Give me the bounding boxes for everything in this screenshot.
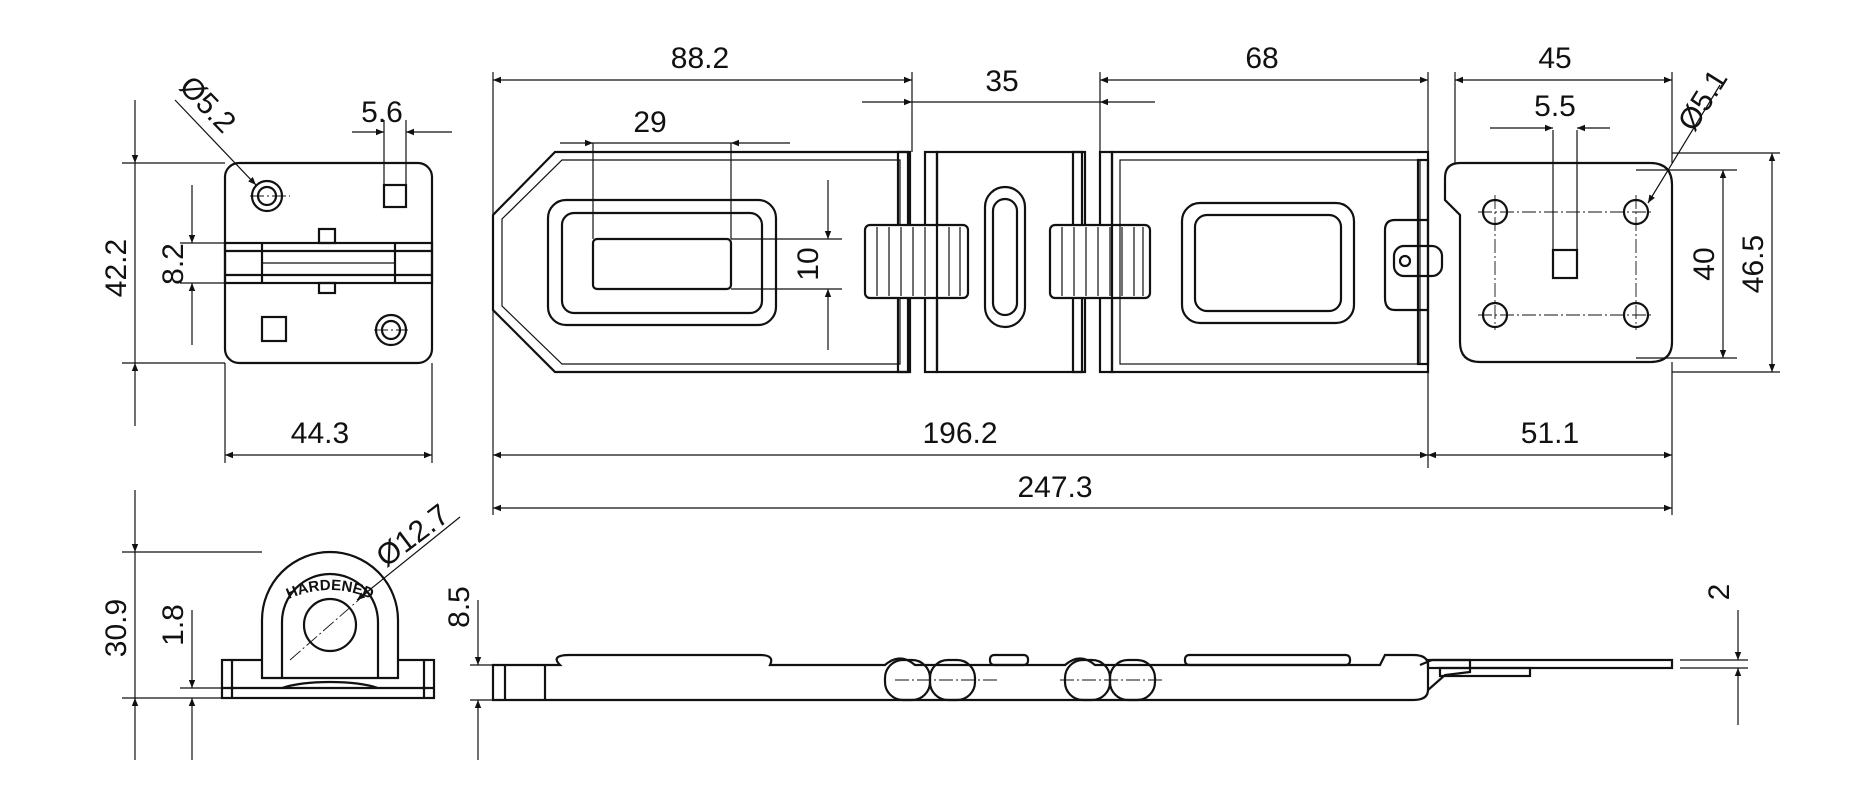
- dim-30-9: 30.9: [100, 599, 133, 657]
- dim-end-square: 5.6: [361, 96, 403, 129]
- knuckle-ridges-right: [1061, 227, 1144, 296]
- dim-end-height: 42.2: [100, 239, 133, 297]
- dim-1-8: 1.8: [157, 604, 190, 646]
- side-profile-dimensions: 8.5 2: [443, 584, 1748, 760]
- dim-slot-29: 29: [633, 106, 666, 139]
- dim-end-width: 44.3: [291, 417, 349, 450]
- top-view-hasp: [491, 150, 1444, 374]
- dim-196-2: 196.2: [922, 417, 997, 450]
- dim-8-5: 8.5: [443, 586, 476, 628]
- dim-2: 2: [1703, 584, 1736, 601]
- dim-5-5: 5.5: [1534, 90, 1576, 123]
- dim-40: 40: [1688, 247, 1721, 280]
- dim-end-pin: 8.2: [157, 243, 190, 285]
- dim-slot-10: 10: [792, 247, 825, 280]
- end-view-dimensions: 42.2 8.2 44.3 5.6 Ø5.2: [100, 70, 452, 463]
- dim-45: 45: [1538, 42, 1571, 75]
- dim-46-5: 46.5: [1737, 235, 1770, 293]
- staple-plate: [1443, 130, 1674, 364]
- dim-eye-12-7: Ø12.7: [370, 498, 455, 574]
- dim-hole-5-1: Ø5.1: [1672, 64, 1734, 137]
- dim-51-1: 51.1: [1521, 417, 1579, 450]
- side-profile: [491, 653, 1674, 702]
- dim-68: 68: [1245, 42, 1278, 75]
- dim-total-88: 88.2: [671, 42, 729, 75]
- eye-side-view: HARDENED: [220, 516, 461, 700]
- top-view-dimensions: 88.2 35 68 45 5.5 Ø5.1 29 10 40 46.5: [492, 42, 1780, 515]
- dim-247-3: 247.3: [1017, 471, 1092, 504]
- dim-hinge-35: 35: [985, 65, 1018, 98]
- dim-end-hole: Ø5.2: [173, 70, 242, 140]
- end-view: [223, 161, 434, 365]
